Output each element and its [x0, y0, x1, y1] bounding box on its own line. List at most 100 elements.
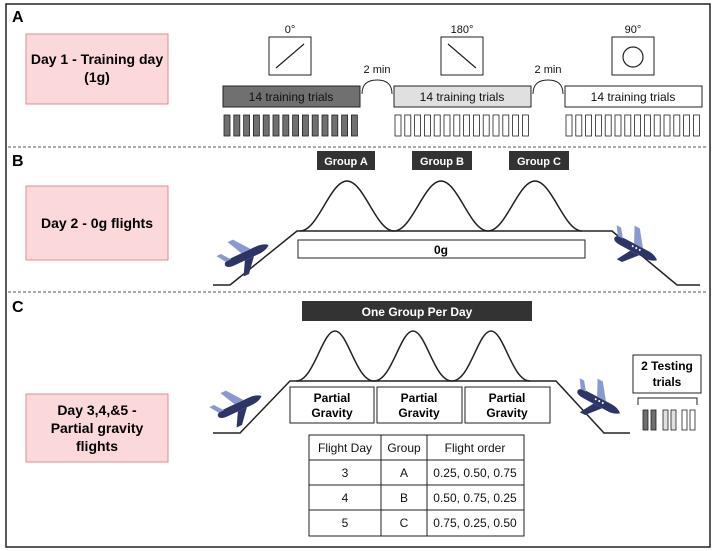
partial-gravity-2-line2: Gravity — [398, 406, 440, 420]
training-block-1 — [222, 85, 361, 108]
trial-ticks — [223, 114, 700, 137]
table-cell: B — [400, 491, 408, 505]
test-tick-5 — [681, 409, 688, 431]
trial-tick — [624, 114, 632, 137]
panel-c: C Day 3,4,&5 - Partial gravity flights O… — [12, 299, 702, 537]
test-tick-3 — [662, 409, 669, 431]
trial-tick — [565, 114, 573, 137]
partial-gravity-box-1 — [289, 386, 375, 424]
day1-label-line2: (1g) — [84, 69, 110, 85]
testing-trials-bracket — [637, 397, 698, 405]
trial-tick — [502, 114, 510, 137]
flight-order-table: Flight Day Group Flight order 3 A 0.25, … — [308, 434, 525, 537]
training-block-2-label: 14 training trials — [420, 90, 505, 104]
table-cell: 0.75, 0.25, 0.50 — [433, 516, 517, 530]
group-a-label: Group A — [324, 156, 368, 168]
trial-tick — [321, 114, 329, 137]
training-block-3-label: 14 training trials — [591, 90, 676, 104]
panel-b: B Day 2 - 0g flights Group A Group B Gro… — [12, 151, 700, 286]
trial-tick — [423, 114, 431, 137]
trial-tick — [595, 114, 602, 137]
panel-label-a: A — [12, 9, 24, 26]
training-block-3 — [564, 85, 703, 108]
trial-tick — [301, 114, 309, 137]
group-c-label: Group C — [517, 156, 561, 168]
testing-trials-line2: trials — [653, 375, 682, 389]
group-b-label: Group B — [420, 156, 464, 168]
trial-tick — [243, 114, 251, 137]
trial-tick — [404, 114, 412, 137]
trial-tick — [482, 114, 490, 137]
angle-label-180: 180° — [451, 24, 474, 36]
table-cell: C — [400, 516, 409, 530]
day2-label: Day 2 - 0g flights — [41, 215, 153, 231]
table-cell: 4 — [342, 491, 349, 505]
gap-label-1: 2 min — [364, 64, 391, 76]
parabolas-b — [299, 180, 583, 232]
table-header-group: Group — [387, 441, 421, 455]
trial-tick — [634, 114, 641, 137]
trial-tick — [341, 114, 349, 137]
gap-label-2: 2 min — [535, 64, 562, 76]
day1-box — [25, 33, 169, 105]
testing-trials-line1: 2 Testing — [641, 359, 693, 373]
trial-tick — [492, 114, 500, 137]
trial-tick — [575, 114, 583, 137]
trial-tick — [683, 114, 690, 137]
zero-g-label: 0g — [434, 243, 448, 257]
trial-tick — [443, 114, 451, 137]
table-cell: 0.25, 0.50, 0.75 — [433, 466, 517, 480]
table-cell: 5 — [342, 516, 349, 530]
group-a-badge — [317, 151, 375, 170]
table-cell: 0.50, 0.75, 0.25 — [433, 491, 517, 505]
partial-gravity-box-2 — [376, 386, 463, 424]
day345-label-line3: flights — [76, 438, 118, 454]
partial-gravity-3-line1: Partial — [489, 391, 526, 405]
angle-label-0: 0° — [285, 24, 296, 36]
stimulus-line-180deg — [447, 43, 477, 69]
one-group-banner — [302, 301, 532, 321]
angle-label-90: 90° — [625, 24, 642, 36]
panel-a: A Day 1 - Training day (1g) 0° 180° 90° … — [12, 9, 703, 137]
trial-tick — [262, 114, 270, 137]
partial-gravity-box-3 — [464, 386, 551, 424]
stimulus-line-0deg — [275, 43, 305, 69]
group-c-badge — [509, 151, 569, 170]
zero-g-bar — [297, 239, 586, 259]
trial-tick — [585, 114, 592, 137]
trial-tick — [233, 114, 241, 137]
one-group-banner-label: One Group Per Day — [362, 305, 473, 319]
trial-tick — [463, 114, 471, 137]
flight-profile-b — [213, 230, 700, 286]
test-tick-2 — [650, 409, 657, 431]
test-tick-6 — [689, 409, 696, 431]
day345-box — [25, 393, 169, 463]
trial-tick — [673, 114, 681, 137]
day2-box — [25, 185, 169, 261]
trial-tick — [292, 114, 300, 137]
trial-tick — [453, 114, 461, 137]
day345-label-line1: Day 3,4,&5 - — [57, 402, 137, 418]
training-block-2 — [393, 85, 532, 108]
partial-gravity-3-line2: Gravity — [486, 406, 528, 420]
trial-tick — [522, 114, 529, 137]
trial-tick — [512, 114, 519, 137]
trial-tick — [644, 114, 651, 137]
day1-label-line1: Day 1 - Training day — [31, 51, 163, 67]
test-tick-1 — [642, 409, 649, 431]
stimulus-circle-90deg — [622, 46, 644, 68]
trial-tick — [604, 114, 612, 137]
stimulus-90deg — [611, 36, 655, 76]
partial-gravity-1-line1: Partial — [314, 391, 351, 405]
trial-tick — [614, 114, 622, 137]
group-b-badge — [412, 151, 472, 170]
trial-tick — [472, 114, 480, 137]
trial-tick — [433, 114, 441, 137]
testing-trials-box — [632, 354, 702, 394]
trial-tick — [350, 114, 358, 137]
trial-tick — [282, 114, 290, 137]
trial-tick — [663, 114, 671, 137]
test-tick-4 — [670, 409, 677, 431]
trial-tick — [252, 114, 260, 137]
